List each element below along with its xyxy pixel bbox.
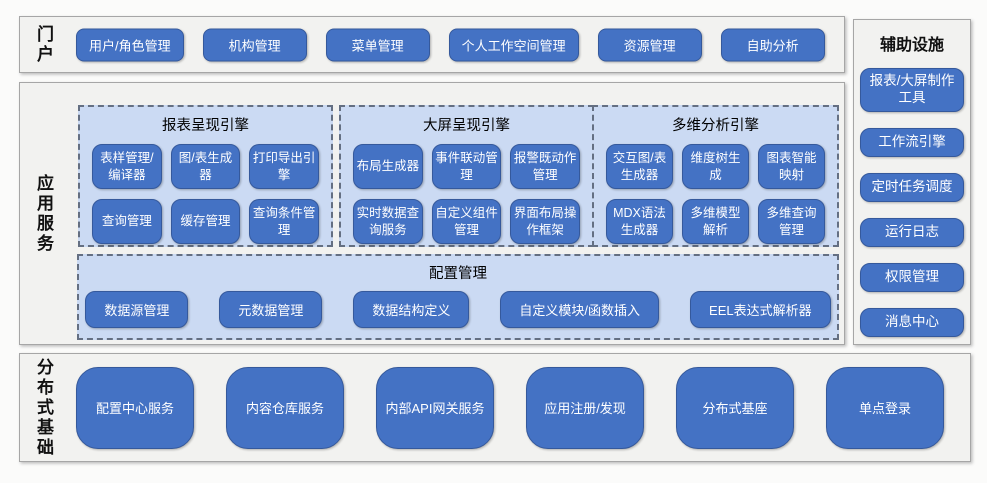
module-button: 缓存管理 — [170, 199, 241, 244]
module-button: 表样管理/编译器 — [92, 144, 162, 189]
auxiliary-panel-title: 辅助设施 — [879, 37, 944, 54]
aux-module-workflow: 工作流引擎 — [860, 128, 964, 157]
foundation-module-distributed-base: 分布式基座 — [676, 366, 794, 449]
portal-module-menu: 菜单管理 — [325, 28, 430, 61]
group-title: 大屏呈现引擎 — [423, 118, 510, 134]
application-services-label: 应用服务 — [34, 173, 53, 254]
auxiliary-button-column: 报表/大屏制作工具 工作流引擎 定时任务调度 运行日志 权限管理 消息中心 — [854, 68, 970, 337]
aux-module-runlog: 运行日志 — [860, 218, 964, 247]
module-button: EEL表达式解析器 — [690, 291, 831, 328]
distributed-foundation-label: 分布式基础 — [34, 357, 53, 458]
module-button: 布局生成器 — [353, 144, 423, 189]
portal-module-user-role: 用户/角色管理 — [76, 28, 184, 61]
distributed-foundation-section: 分布式基础 配置中心服务 内容仓库服务 内部API网关服务 应用注册/发现 分布… — [19, 353, 971, 462]
portal-section: 门户 用户/角色管理 机构管理 菜单管理 个人工作空间管理 资源管理 自助分析 — [19, 16, 845, 73]
group-grid: 表样管理/编译器 图/表生成器 打印导出引擎 查询管理 缓存管理 查询条件管理 — [80, 135, 331, 254]
module-button: 图/表生成器 — [170, 144, 241, 189]
module-button: 实时数据查询服务 — [353, 199, 423, 244]
module-button: 多维模型解析 — [682, 199, 749, 244]
group-grid: 交互图/表生成器 维度树生成 图表智能映射 MDX语法生成器 多维模型解析 多维… — [594, 135, 837, 254]
group-title: 报表呈现引擎 — [162, 118, 249, 134]
group-title: 多维分析引擎 — [672, 118, 759, 134]
aux-module-message: 消息中心 — [860, 308, 964, 337]
foundation-module-content-repo: 内容仓库服务 — [226, 366, 344, 449]
module-button: 报警既动作管理 — [510, 144, 580, 189]
aux-module-report-tool: 报表/大屏制作工具 — [860, 68, 964, 112]
foundation-module-api-gateway: 内部API网关服务 — [376, 366, 494, 449]
module-button: 元数据管理 — [219, 291, 323, 328]
aux-module-permission: 权限管理 — [860, 263, 964, 292]
module-button: 图表智能映射 — [758, 144, 825, 189]
portal-section-label: 门户 — [34, 24, 53, 65]
group-title: 配置管理 — [429, 266, 487, 282]
foundation-module-sso: 单点登录 — [826, 366, 944, 449]
portal-module-resource: 资源管理 — [597, 28, 702, 61]
portal-module-workspace: 个人工作空间管理 — [448, 28, 579, 61]
portal-button-row: 用户/角色管理 机构管理 菜单管理 个人工作空间管理 资源管理 自助分析 — [76, 28, 830, 61]
foundation-button-row: 配置中心服务 内容仓库服务 内部API网关服务 应用注册/发现 分布式基座 单点… — [76, 354, 944, 461]
module-button: 打印导出引擎 — [249, 144, 319, 189]
module-button: 查询管理 — [92, 199, 162, 244]
portal-module-selfservice: 自助分析 — [720, 28, 825, 61]
report-engine-group: 报表呈现引擎 表样管理/编译器 图/表生成器 打印导出引擎 查询管理 缓存管理 … — [78, 105, 333, 247]
module-button: 界面布局操作框架 — [510, 199, 580, 244]
module-button: 多维查询管理 — [758, 199, 825, 244]
config-management-group: 配置管理 数据源管理 元数据管理 数据结构定义 自定义模块/函数插入 EEL表达… — [77, 254, 839, 340]
config-button-row: 数据源管理 元数据管理 数据结构定义 自定义模块/函数插入 EEL表达式解析器 — [79, 291, 837, 328]
module-button: 维度树生成 — [682, 144, 749, 189]
module-button: 事件联动管理 — [431, 144, 502, 189]
application-services-section: 应用服务 报表呈现引擎 表样管理/编译器 图/表生成器 打印导出引擎 查询管理 … — [19, 82, 845, 345]
module-button: MDX语法生成器 — [606, 199, 673, 244]
module-button: 数据结构定义 — [353, 291, 470, 328]
portal-module-organization: 机构管理 — [202, 28, 307, 61]
aux-module-scheduler: 定时任务调度 — [860, 173, 964, 202]
auxiliary-facilities-panel: 辅助设施 报表/大屏制作工具 工作流引擎 定时任务调度 运行日志 权限管理 消息… — [853, 19, 971, 345]
dashboard-engine-group: 大屏呈现引擎 布局生成器 事件联动管理 报警既动作管理 实时数据查询服务 自定义… — [339, 105, 594, 247]
module-button: 交互图/表生成器 — [606, 144, 673, 189]
module-button: 自定义模块/函数插入 — [500, 291, 660, 328]
module-button: 数据源管理 — [85, 291, 189, 328]
module-button: 查询条件管理 — [249, 199, 319, 244]
module-button: 自定义组件管理 — [431, 199, 502, 244]
foundation-module-app-registry: 应用注册/发现 — [526, 366, 644, 449]
foundation-module-config-center: 配置中心服务 — [76, 366, 194, 449]
group-grid: 布局生成器 事件联动管理 报警既动作管理 实时数据查询服务 自定义组件管理 界面… — [341, 135, 592, 254]
olap-engine-group: 多维分析引擎 交互图/表生成器 维度树生成 图表智能映射 MDX语法生成器 多维… — [592, 105, 839, 247]
